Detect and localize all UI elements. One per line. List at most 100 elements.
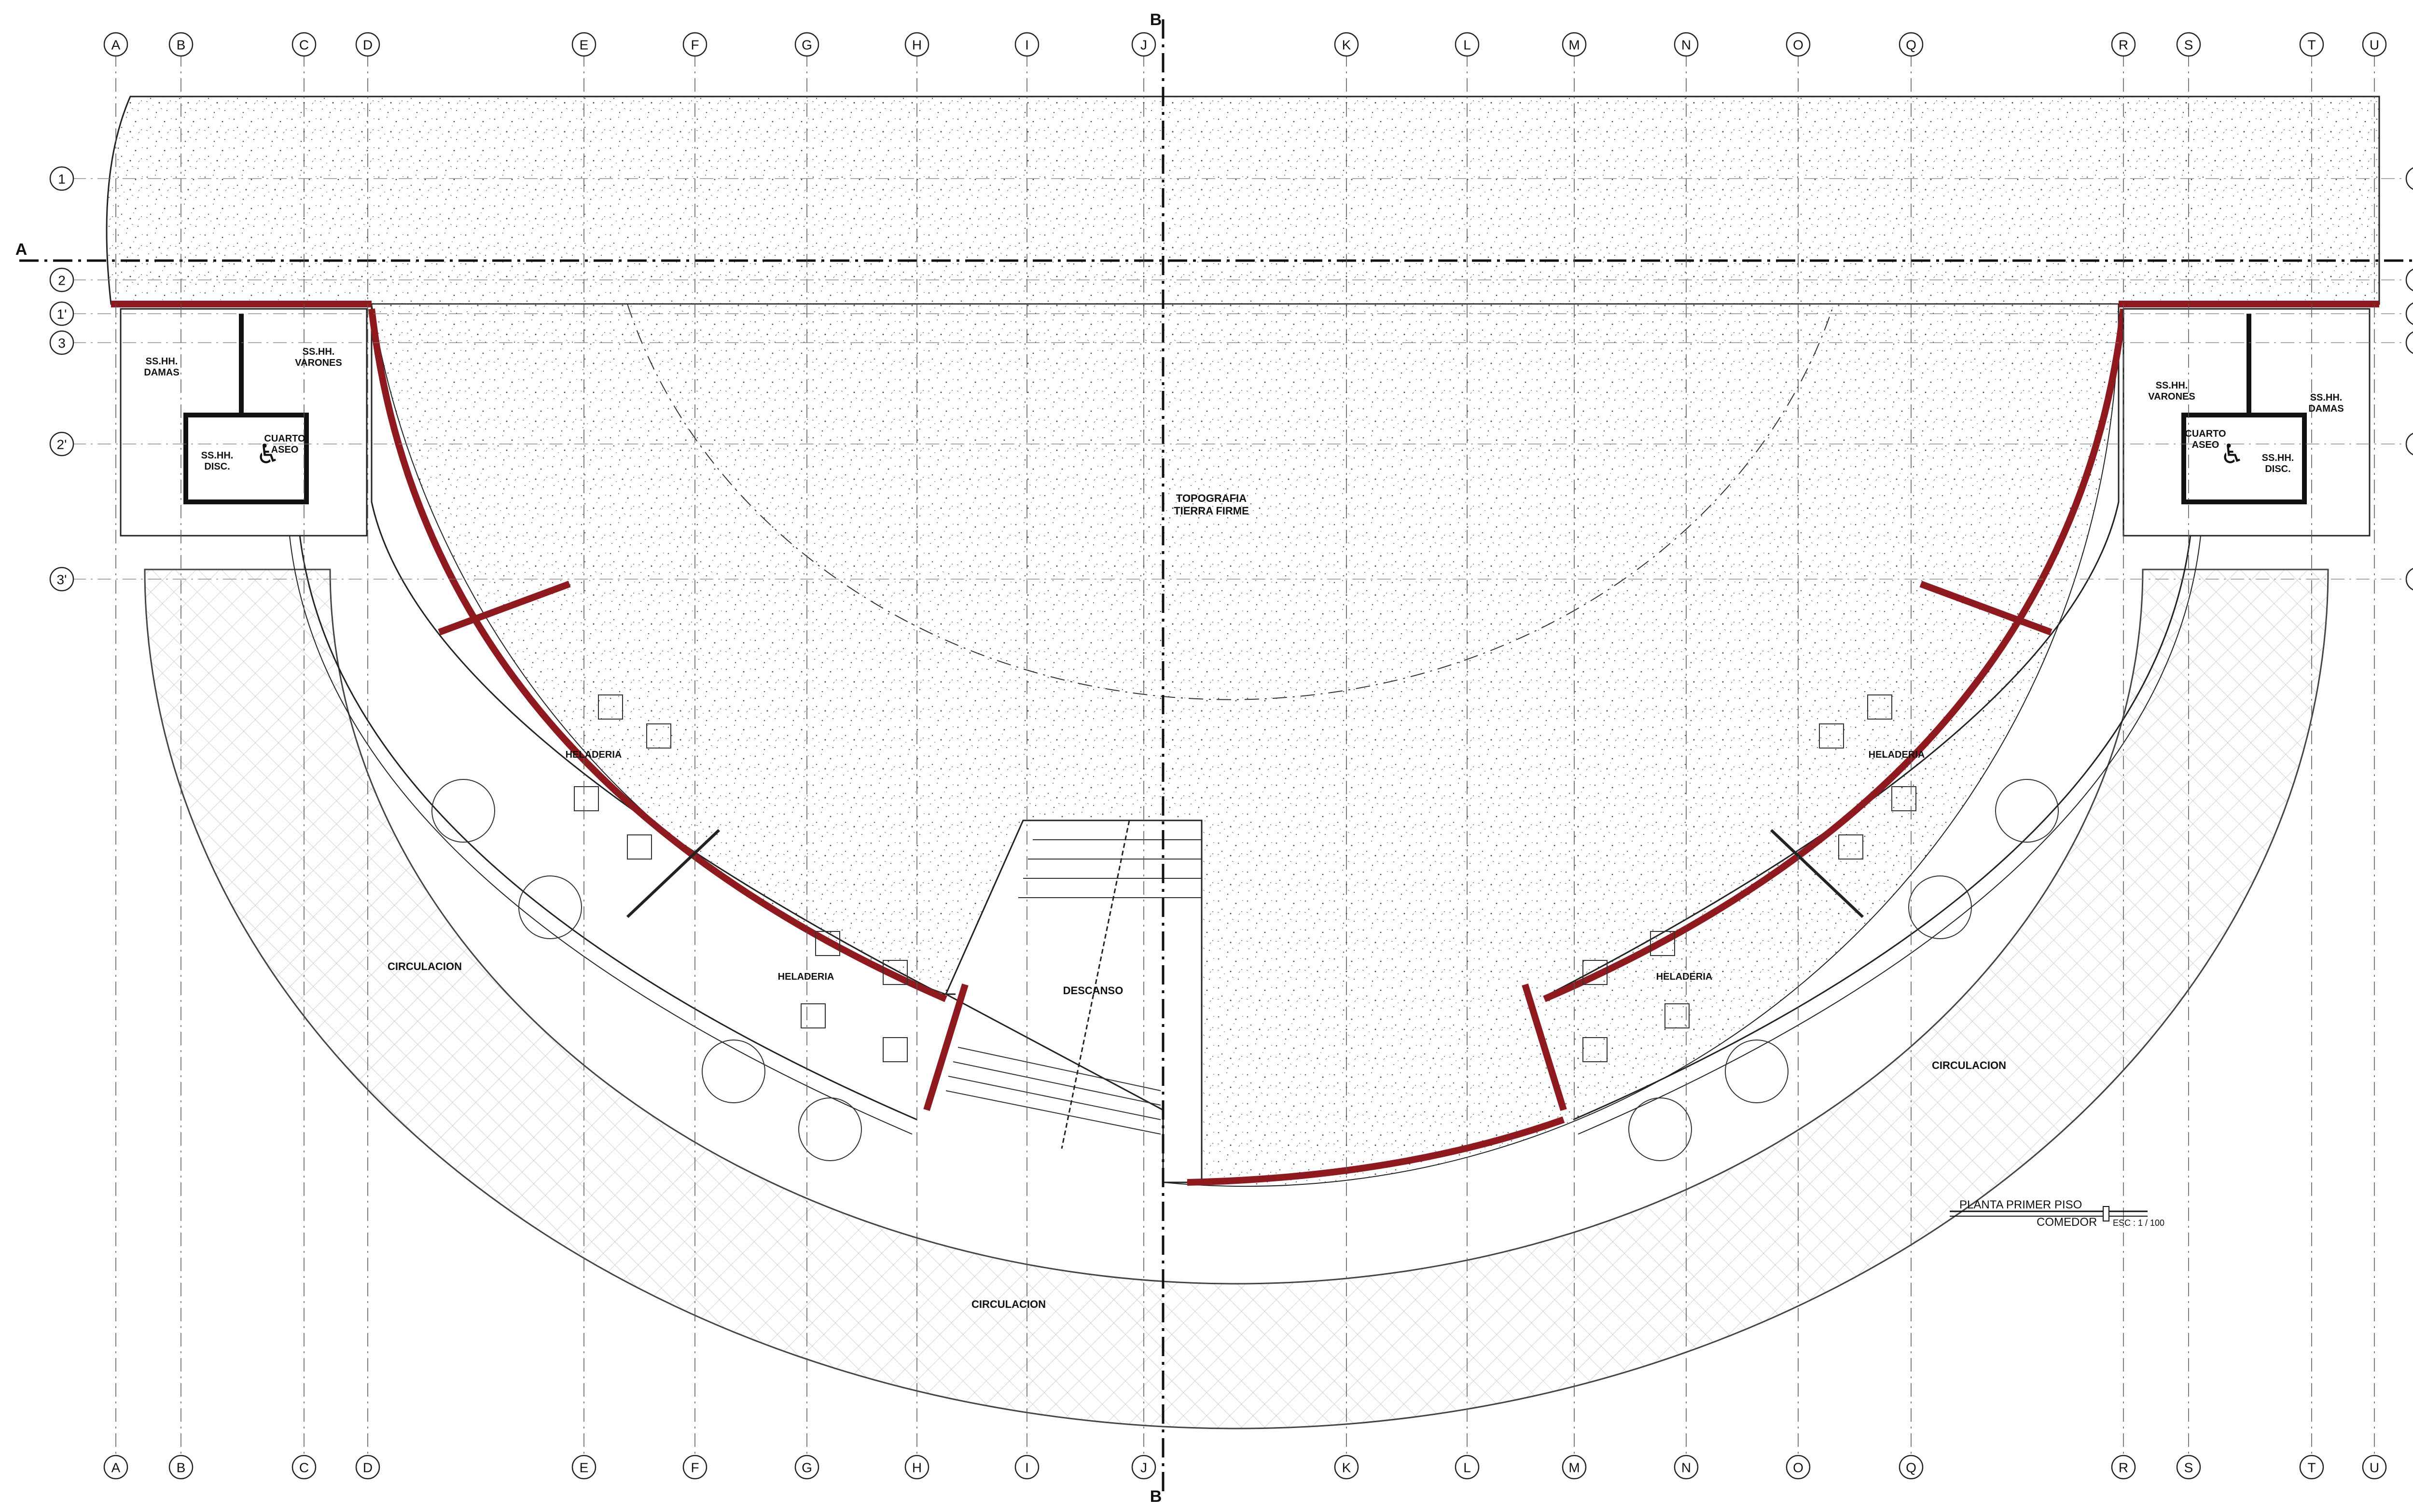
grid-bubble-col-N: N	[1674, 1455, 1699, 1480]
label-cuarto-aseo-l-2: ASEO	[271, 444, 299, 455]
grid-bubble-col-C: C	[291, 1455, 317, 1480]
svg-text:O: O	[1793, 38, 1803, 53]
svg-text:3: 3	[58, 336, 66, 351]
grid-bubble-col-S: S	[2176, 1455, 2201, 1480]
svg-text:N: N	[1681, 38, 1691, 53]
grid-bubble-col-A: A	[103, 1455, 128, 1480]
grid-bubble-col-T: T	[2299, 1455, 2324, 1480]
grid-bubble-col-L: L	[1455, 32, 1480, 57]
umbrella-tables	[431, 779, 2059, 1161]
label-circulacion-left: CIRCULACION	[388, 960, 462, 972]
label-topografia-line1: TOPOGRAFIA	[1176, 492, 1247, 504]
grid-bubble-col-D: D	[355, 1455, 380, 1480]
grid-bubble-col-Q: Q	[1899, 1455, 1924, 1480]
label-heladeria-4: HELADERIA	[1656, 971, 1713, 982]
label-sshh-damas-l-2: DAMAS	[144, 367, 179, 378]
svg-text:T: T	[2307, 38, 2316, 53]
svg-text:A: A	[111, 1460, 121, 1475]
reference-arc	[627, 304, 1834, 700]
central-red-wall	[1187, 1116, 1565, 1186]
grid-bubble-col-L: L	[1455, 1455, 1480, 1480]
section-mark-b-bottom: B	[1150, 1487, 1162, 1506]
svg-text:B: B	[177, 1460, 186, 1475]
grid-bubble-row-3': 3'	[49, 567, 74, 592]
label-sshh-damas-l-1: SS.HH.	[146, 356, 178, 367]
svg-text:E: E	[580, 1460, 589, 1475]
svg-text:H: H	[912, 1460, 922, 1475]
grid-bubble-col-A: A	[103, 32, 128, 57]
right-building	[1522, 301, 2379, 1135]
svg-text:J: J	[1140, 38, 1147, 53]
grid-bubble-col-G: G	[794, 32, 819, 57]
circulation-ring	[144, 569, 2329, 1429]
grid-bubble-col-J: J	[1131, 1455, 1156, 1480]
grid-bubble-col-F: F	[682, 1455, 707, 1480]
grid-bubble-row-1: 1	[49, 166, 74, 191]
grid-bubble-col-S: S	[2176, 32, 2201, 57]
grid-bubble-col-M: M	[1562, 32, 1587, 57]
svg-text:M: M	[1568, 1460, 1580, 1475]
grid-bubble-col-I: I	[1014, 1455, 1040, 1480]
label-sshh-disc-r-1: SS.HH.	[2262, 453, 2294, 463]
svg-text:1': 1'	[57, 307, 67, 322]
grid-bubble-row-1: 1	[2405, 167, 2413, 190]
svg-text:J: J	[1140, 1460, 1147, 1475]
svg-text:N: N	[1681, 1460, 1691, 1475]
svg-text:L: L	[1463, 38, 1471, 53]
axis-grid-lines	[72, 53, 2408, 1457]
wheelchair-icon: ♿	[2220, 439, 2244, 470]
grid-bubble-col-C: C	[291, 32, 317, 57]
label-topografia-line2: TIERRA FIRME	[1174, 505, 1249, 517]
label-cuarto-aseo-r-1: CUARTO	[2185, 429, 2226, 439]
label-descanso: DESCANSO	[1063, 985, 1123, 997]
grid-bubble-col-R: R	[2111, 32, 2136, 57]
drawing-title: PLANTA PRIMER PISO	[1959, 1198, 2082, 1211]
svg-text:T: T	[2307, 1460, 2316, 1475]
svg-text:R: R	[2119, 1460, 2128, 1475]
label-circulacion-right: CIRCULACION	[1932, 1059, 2006, 1071]
central-terrain	[371, 304, 2120, 1187]
svg-text:U: U	[2370, 38, 2379, 53]
svg-text:Q: Q	[1906, 38, 1916, 53]
left-building	[111, 301, 969, 1135]
svg-text:I: I	[1025, 1460, 1029, 1475]
grid-bubble-col-B: B	[168, 32, 194, 57]
row-bubbles-left: 1 2 1' 3 2' 3'	[49, 166, 74, 592]
label-cuarto-aseo-r-2: ASEO	[2192, 440, 2219, 450]
grid-bubble-col-U: U	[2362, 32, 2387, 57]
label-sshh-varones-r-1: SS.HH.	[2156, 380, 2188, 391]
label-circulacion-center: CIRCULACION	[971, 1298, 1046, 1310]
svg-text:R: R	[2119, 38, 2128, 53]
label-cuarto-aseo-l-1: CUARTO	[264, 433, 305, 444]
svg-text:I: I	[1025, 38, 1029, 53]
drawing-subtitle: COMEDOR	[2037, 1216, 2097, 1229]
label-heladeria-3: HELADERIA	[1869, 749, 1925, 760]
grid-bubble-row-2: 2	[49, 267, 74, 292]
wheelchair-icon: ♿	[256, 439, 280, 470]
grid-bubble-col-K: K	[1334, 32, 1359, 57]
grid-bubble-row-2: 2	[2405, 268, 2413, 291]
svg-text:2: 2	[58, 273, 66, 288]
title-block: PLANTA PRIMER PISO COMEDOR ESC : 1 / 100	[1950, 1198, 2164, 1229]
grid-bubble-col-B: B	[168, 1455, 194, 1480]
grid-bubble-col-Q: Q	[1899, 32, 1924, 57]
grid-bubble-col-H: H	[904, 32, 929, 57]
svg-text:A: A	[111, 38, 121, 53]
grid-bubble-col-O: O	[1786, 32, 1811, 57]
grid-bubble-row-2': 2'	[49, 431, 74, 457]
svg-text:F: F	[691, 1460, 699, 1475]
grid-bubble-col-N: N	[1674, 32, 1699, 57]
svg-text:L: L	[1463, 1460, 1471, 1475]
svg-text:S: S	[2184, 38, 2193, 53]
descanso-stair	[945, 819, 1203, 1183]
label-sshh-disc-l-1: SS.HH.	[201, 450, 234, 461]
label-sshh-disc-l-2: DISC.	[204, 461, 230, 472]
label-sshh-damas-r-1: SS.HH.	[2310, 392, 2343, 403]
grid-bubble-row-3: 3	[2405, 331, 2413, 354]
svg-text:3': 3'	[57, 572, 67, 587]
svg-text:C: C	[299, 1460, 309, 1475]
grid-bubble-col-T: T	[2299, 32, 2324, 57]
